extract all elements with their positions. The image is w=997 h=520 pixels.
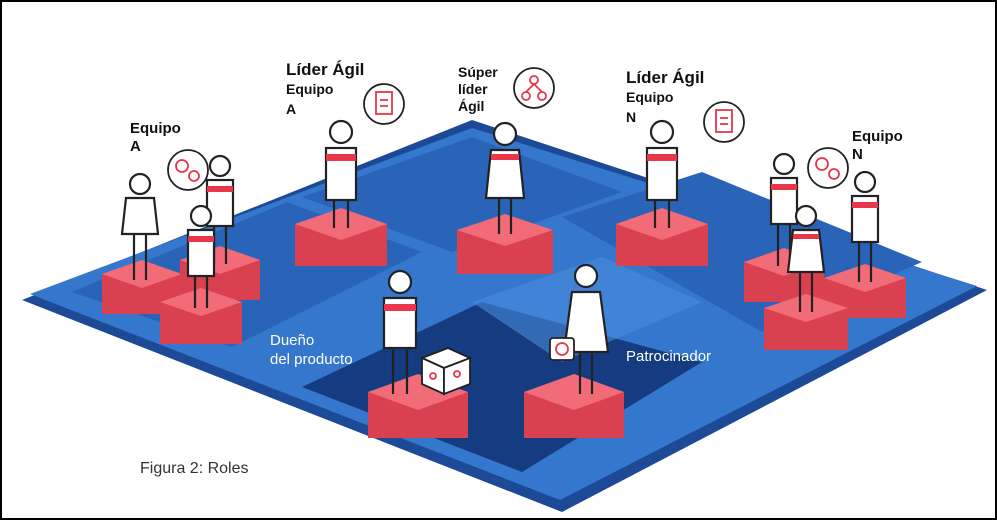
label-patrocinador: Patrocinador [626,348,712,365]
gears-icon [807,147,849,189]
label-line: A [130,138,141,155]
label-line: Ágil [458,97,485,114]
person-man [186,204,216,308]
platform [524,374,624,438]
platforms [102,208,906,438]
platform [764,294,848,350]
platform [824,264,906,318]
label-line: Súper [458,64,498,80]
label-line: Equipo [852,128,903,145]
person-man [645,119,679,228]
platform [457,214,553,274]
label-line: Dueño [270,332,315,349]
platform [295,208,387,266]
gears-icon [167,149,209,191]
label-line: N [852,146,863,163]
person-woman [562,263,610,394]
icons [167,67,849,396]
org-chart-icon [513,67,555,109]
label-line: A [286,100,297,117]
platform [616,208,708,266]
checklist-icon [703,101,745,143]
platform [102,260,182,314]
person-man [382,269,418,394]
person-woman [786,204,826,312]
person-woman [120,172,160,280]
label-line: Equipo [626,89,674,106]
people [120,119,880,394]
checklist-icon [363,83,405,125]
label-line: Líder Ágil [286,60,365,79]
label-line: Equipo [130,120,181,137]
label-line: N [626,108,637,125]
money-bag-icon [549,337,575,361]
label-line: Equipo [286,81,334,98]
figure-caption: Figura 2: Roles [140,460,249,477]
label-line: del producto [270,350,353,368]
platform [160,288,242,344]
label-line: líder [458,80,488,97]
person-woman [484,121,526,234]
label-line: Líder Ágil [626,68,705,87]
person-man [205,154,235,264]
product-box-icon [419,347,473,396]
person-man [324,119,358,228]
person-man [850,170,880,282]
